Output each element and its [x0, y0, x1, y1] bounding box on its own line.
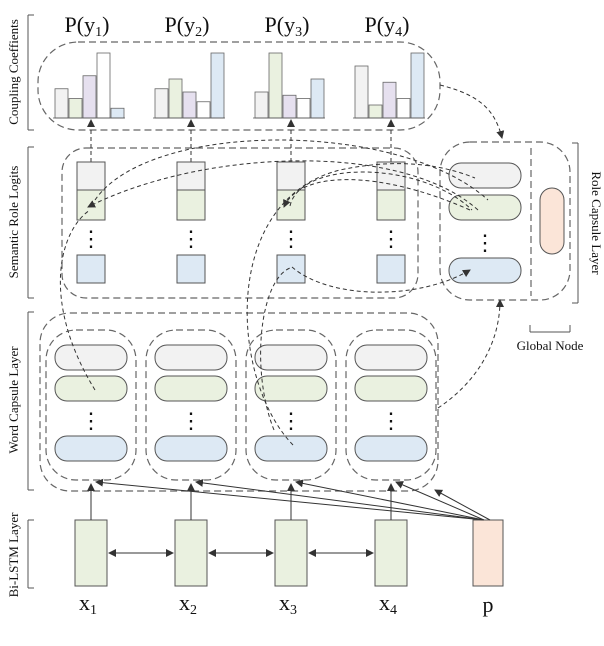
logit-cell — [76, 189, 106, 221]
role-layer-label: Role Capsule Layer — [589, 171, 604, 275]
coefficient-bar — [68, 98, 83, 119]
logit-cell — [76, 161, 106, 191]
word-capsule-group — [45, 329, 137, 481]
logit-ellipsis: ⋮ — [180, 226, 202, 251]
role-capsule — [448, 194, 522, 221]
logit-cell — [176, 161, 206, 191]
coefficient-bar — [154, 88, 169, 119]
word-capsule — [254, 435, 328, 462]
role-capsule — [448, 162, 522, 189]
logit-cell — [276, 254, 306, 284]
global-node-capsule — [539, 187, 565, 255]
logit-ellipsis: ⋮ — [380, 226, 402, 251]
coupling-container — [37, 41, 441, 131]
word-capsule — [154, 344, 228, 371]
word-capsule — [54, 435, 128, 462]
word-capsule — [54, 344, 128, 371]
coefficient-bar — [168, 78, 183, 119]
coefficient-bar — [82, 75, 97, 119]
bilstm-node — [274, 519, 308, 587]
coefficient-bar — [210, 52, 225, 119]
coupling-to-role-arrow — [439, 84, 505, 139]
coefficient-bar — [382, 81, 397, 119]
logit-cell — [76, 254, 106, 284]
semantic-layer-label: Semantic Role Logits — [6, 166, 21, 279]
coefficient-bar — [254, 91, 269, 119]
coefficient-bar — [196, 101, 211, 119]
logit-cell — [376, 161, 406, 191]
predicate-label: p — [483, 592, 494, 617]
coefficient-bar — [310, 78, 325, 119]
prob-label: P(y2) — [165, 12, 210, 40]
word-capsule — [254, 375, 328, 402]
routing-arrow — [283, 179, 471, 211]
coefficient-bar — [296, 98, 311, 119]
input-label: x3 — [279, 590, 297, 618]
prob-label: P(y4) — [365, 12, 410, 40]
role-capsule — [448, 257, 522, 284]
coefficient-bar — [368, 104, 383, 119]
capsule-ellipsis: ⋮ — [80, 408, 102, 433]
word-capsule — [354, 344, 428, 371]
global-node-label: Global Node — [517, 338, 584, 353]
role-ellipsis: ⋮ — [474, 230, 496, 255]
prob-label: P(y1) — [65, 12, 110, 40]
word-capsule-container — [39, 312, 439, 492]
bilstm-node — [174, 519, 208, 587]
word-capsule — [54, 375, 128, 402]
prob-label: P(y3) — [265, 12, 310, 40]
coefficient-bar — [96, 52, 111, 119]
word-capsule-group — [245, 329, 337, 481]
capsule-ellipsis: ⋮ — [380, 408, 402, 433]
input-label: x1 — [79, 590, 97, 618]
input-label: x2 — [179, 590, 197, 618]
coefficient-bar — [410, 52, 425, 119]
coefficient-bar — [396, 98, 411, 119]
word-capsule — [354, 375, 428, 402]
bilstm-node — [74, 519, 108, 587]
word-capsule — [254, 344, 328, 371]
logit-cell — [276, 189, 306, 221]
input-label: x4 — [379, 590, 397, 618]
coupling-layer-label: Coupling Coeffients — [6, 19, 21, 125]
logit-cell — [276, 161, 306, 191]
word-capsule — [154, 435, 228, 462]
logit-cell — [376, 189, 406, 221]
predicate-node — [472, 519, 504, 587]
routing-arrow — [291, 266, 471, 293]
role-capsule-container — [439, 141, 571, 301]
routing-arrow — [246, 163, 476, 446]
coefficient-bar — [110, 107, 125, 119]
coefficient-bar — [54, 88, 69, 119]
coefficient-bar — [268, 52, 283, 119]
semantic-container — [61, 147, 419, 299]
word-layer-label: Word Capsule Layer — [6, 346, 21, 454]
coefficient-bar — [354, 65, 369, 119]
routing-arrow — [59, 209, 96, 391]
capsule-ellipsis: ⋮ — [180, 408, 202, 433]
routing-arrow — [87, 160, 479, 211]
capsule-ellipsis: ⋮ — [280, 408, 302, 433]
logit-cell — [376, 254, 406, 284]
bilstm-node — [374, 519, 408, 587]
routing-arrow — [94, 139, 489, 201]
logit-ellipsis: ⋮ — [280, 226, 302, 251]
coefficient-bar — [282, 94, 297, 119]
logit-cell — [176, 254, 206, 284]
coefficient-bar — [182, 91, 197, 119]
word-capsule-group — [145, 329, 237, 481]
word-capsule — [154, 375, 228, 402]
logit-cell — [176, 189, 206, 221]
word-capsule-group — [345, 329, 437, 481]
bilstm-layer-label: Bi-LSTM Layer — [6, 512, 21, 598]
logit-ellipsis: ⋮ — [80, 226, 102, 251]
word-to-role-arrow — [437, 299, 504, 409]
routing-arrow — [260, 267, 291, 431]
word-capsule — [354, 435, 428, 462]
